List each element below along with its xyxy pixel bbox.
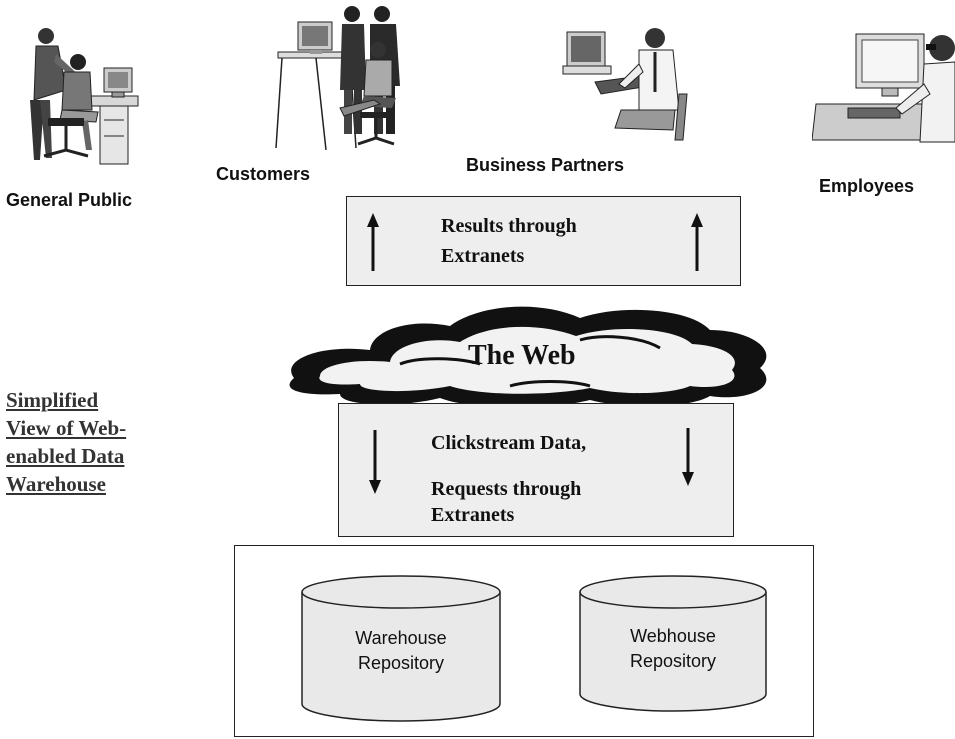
results-box: Results through Extranets xyxy=(346,196,741,286)
side-title: Simplified View of Web- enabled Data War… xyxy=(6,386,126,498)
webhouse-repository-line1: Webhouse xyxy=(630,626,716,646)
webhouse-repository-line2: Repository xyxy=(629,651,717,671)
customers-figure xyxy=(275,6,400,151)
web-cloud xyxy=(289,306,767,408)
employees-figure xyxy=(812,33,955,143)
requests-text-line1: Clickstream Data, xyxy=(431,432,587,454)
side-title-line3: enabled Data xyxy=(6,444,125,468)
warehouse-repository-cylinder xyxy=(301,575,501,722)
label-employees: Employees xyxy=(819,176,915,196)
label-general-public: General Public xyxy=(6,190,133,210)
label-business-partners: Business Partners xyxy=(466,155,625,175)
label-customers: Customers xyxy=(216,164,311,184)
down-arrow-left-icon xyxy=(369,430,381,494)
up-arrow-right-icon xyxy=(691,213,703,271)
results-text-line2: Extranets xyxy=(441,245,525,267)
side-title-line2: View of Web- xyxy=(6,416,127,440)
general-public-figure xyxy=(30,28,139,165)
results-text-line1: Results through xyxy=(441,215,577,237)
webhouse-repository-cylinder xyxy=(579,575,767,712)
business-partners-figure xyxy=(562,28,688,141)
up-arrow-left-icon xyxy=(367,213,379,271)
webhouse-repository-label: Webhouse Repository xyxy=(578,624,768,674)
requests-text-line3: Extranets xyxy=(431,504,515,526)
requests-text-line2: Requests through xyxy=(431,478,582,500)
warehouse-repository-label: Warehouse Repository xyxy=(300,626,502,676)
warehouse-repository-line2: Repository xyxy=(357,653,445,673)
side-title-line1: Simplified xyxy=(6,388,99,412)
web-cloud-label: The Web xyxy=(468,340,576,371)
requests-box: Clickstream Data, Requests through Extra… xyxy=(338,403,734,537)
warehouse-repository-line1: Warehouse xyxy=(355,628,447,648)
down-arrow-right-icon xyxy=(682,428,694,486)
side-title-line4: Warehouse xyxy=(6,472,106,496)
